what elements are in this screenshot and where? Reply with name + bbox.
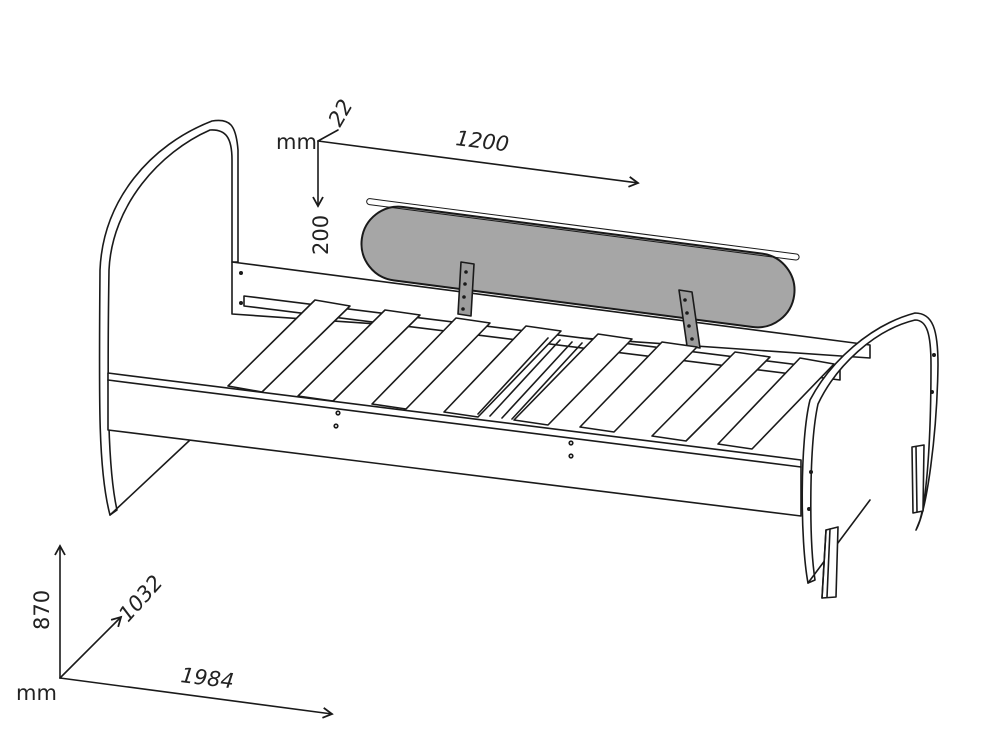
front-rail-top-edge (107, 379, 802, 468)
left-headboard-inner-edge (109, 439, 191, 516)
back-side-rail (231, 261, 871, 359)
bed-slat (443, 325, 562, 418)
guard-bracket-left (457, 261, 475, 317)
guard-length-arrow (317, 140, 640, 188)
back-rail-screw (239, 271, 243, 275)
overall-height-label: 870 (30, 590, 54, 630)
overall-unit-label: mm (16, 681, 57, 705)
center-support-beam (501, 341, 573, 419)
front-rail-dowel (568, 453, 574, 459)
guard-height-label: 200 (309, 215, 333, 255)
bed-leg-back (911, 444, 925, 514)
footboard-screw (932, 353, 936, 357)
center-support-beam (511, 342, 583, 420)
guard-thickness-leader (317, 129, 339, 142)
front-rail-dowel (568, 440, 574, 446)
guard-thickness-label: 22 (324, 95, 358, 130)
footboard-screw (809, 470, 813, 474)
bed-slat (371, 317, 491, 410)
bed-slat (579, 341, 698, 433)
center-support-beam (489, 339, 561, 417)
overall-depth-label: 1032 (114, 571, 168, 627)
right-footboard (801, 312, 939, 584)
guard-bracket-right (678, 289, 701, 349)
bed-slat (651, 351, 771, 442)
back-rail-screw (239, 301, 243, 305)
guard-length-label: 1200 (454, 126, 510, 156)
guard-unit-label: mm (276, 130, 317, 154)
front-rail-dowel (333, 423, 339, 429)
left-headboard (98, 119, 239, 516)
guard-rail-board-edge (366, 198, 800, 261)
bed-slat (717, 357, 835, 450)
footboard-screw (807, 507, 811, 511)
right-footboard-lower-edge (807, 499, 871, 584)
front-rail-dowel (335, 410, 341, 416)
center-support-beam (477, 337, 549, 415)
footboard-screw (930, 390, 934, 394)
front-side-rail (107, 372, 802, 517)
overall-length-label: 1984 (179, 663, 235, 693)
overall-length-arrow (59, 677, 334, 719)
overall-depth-arrow (59, 615, 123, 679)
bed-slat (513, 333, 633, 426)
